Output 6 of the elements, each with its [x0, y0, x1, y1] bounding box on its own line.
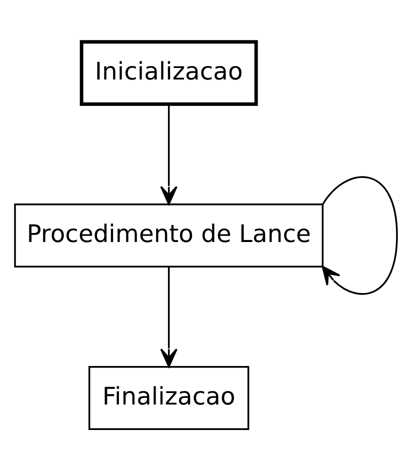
- arrow: [160, 266, 178, 367]
- node-box: Procedimento de Lance: [14, 203, 324, 267]
- arrow: [322, 176, 398, 294]
- node-box: Finalizacao: [88, 366, 250, 430]
- arrow: [160, 104, 178, 204]
- node-box: Inicializacao: [80, 40, 258, 106]
